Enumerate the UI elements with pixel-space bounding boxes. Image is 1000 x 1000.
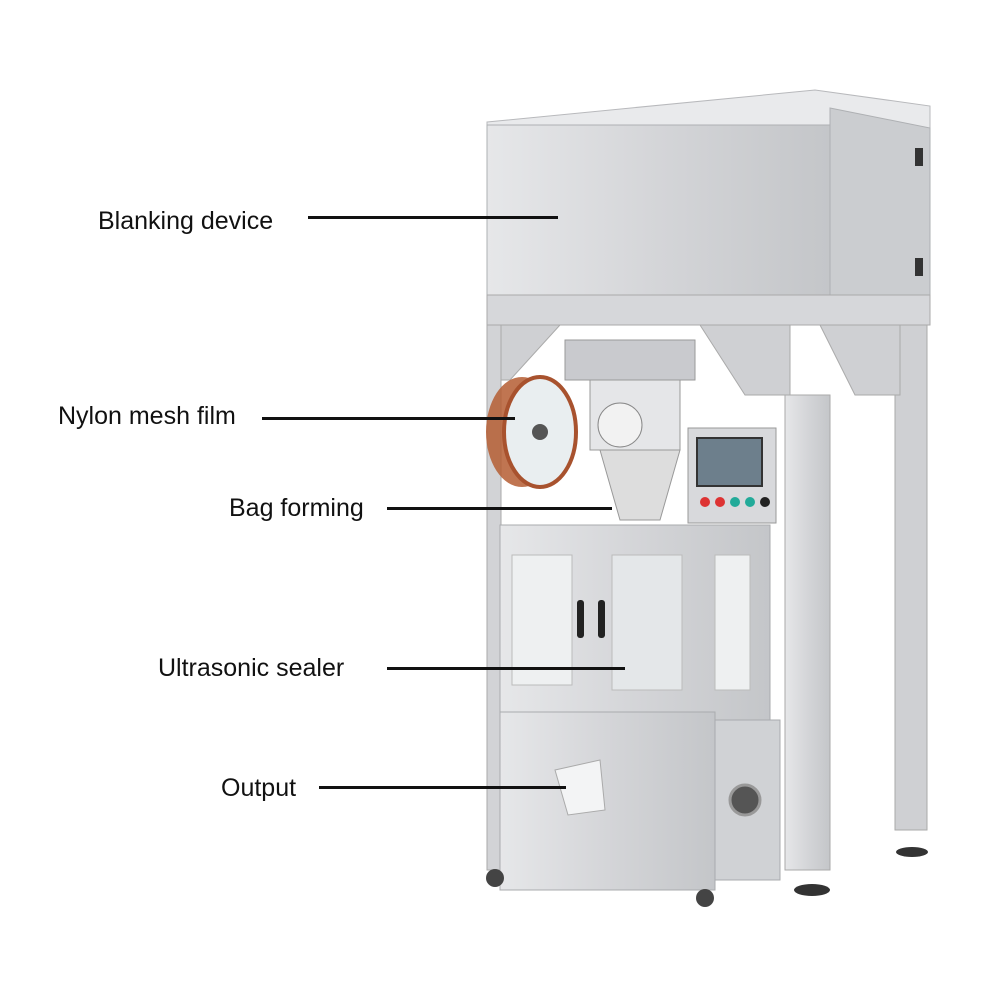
control-panel [687,427,777,524]
label-output: Output [221,774,297,802]
label-bag-forming: Bag forming [229,494,364,522]
nylon-mesh-film-reel [486,375,578,489]
sealing-cabinet [499,524,771,721]
blanking-device-hopper [486,89,931,298]
label-nylon-mesh-film: Nylon mesh film [58,402,236,430]
leader-line-blanking-device [308,216,558,219]
bag-forming-mechanism [564,339,696,521]
leader-line-nylon-mesh-film [262,417,515,420]
leader-line-ultrasonic-sealer [387,667,625,670]
leader-line-bag-forming [387,507,612,510]
label-ultrasonic-sealer: Ultrasonic sealer [158,654,345,682]
label-blanking-device: Blanking device [98,207,274,235]
leader-line-output [319,786,566,789]
output-base [486,711,781,907]
